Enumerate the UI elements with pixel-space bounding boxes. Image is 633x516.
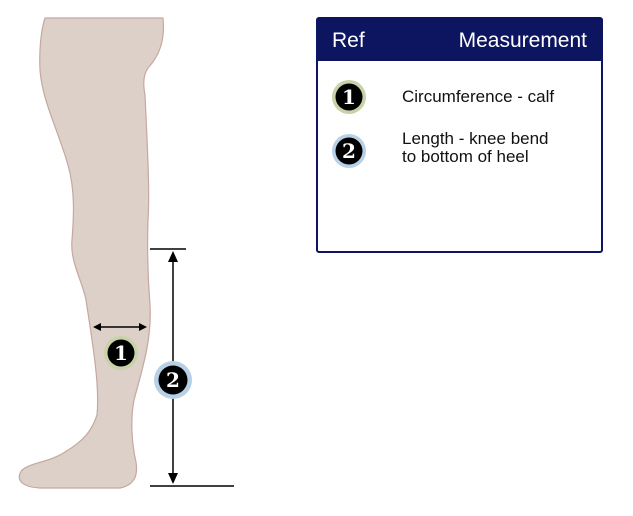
row-badge: 2 (332, 134, 366, 168)
row-measurement-text: Circumference - calf (402, 87, 555, 106)
leg-diagram: 1 2 (18, 17, 234, 489)
badge-knee-to-heel-length: 2 (154, 361, 192, 399)
row-badge-number: 1 (342, 85, 356, 109)
reference-table: Ref Measurement 1 Circumference - calf 2… (316, 17, 603, 253)
header-measurement: Measurement (458, 29, 587, 52)
badge-number: 2 (166, 368, 180, 392)
badge-number: 1 (114, 341, 128, 365)
leg-silhouette (18, 17, 165, 489)
reference-table-header: Ref Measurement (318, 19, 601, 61)
header-ref: Ref (332, 29, 365, 52)
row-badge: 1 (332, 80, 366, 114)
calf-circumference-arrow (93, 323, 147, 331)
row-badge-number: 2 (342, 139, 356, 163)
badge-calf-circumference: 1 (104, 336, 138, 370)
row-measurement-text: Length - knee bend to bottom of heel (402, 129, 549, 166)
